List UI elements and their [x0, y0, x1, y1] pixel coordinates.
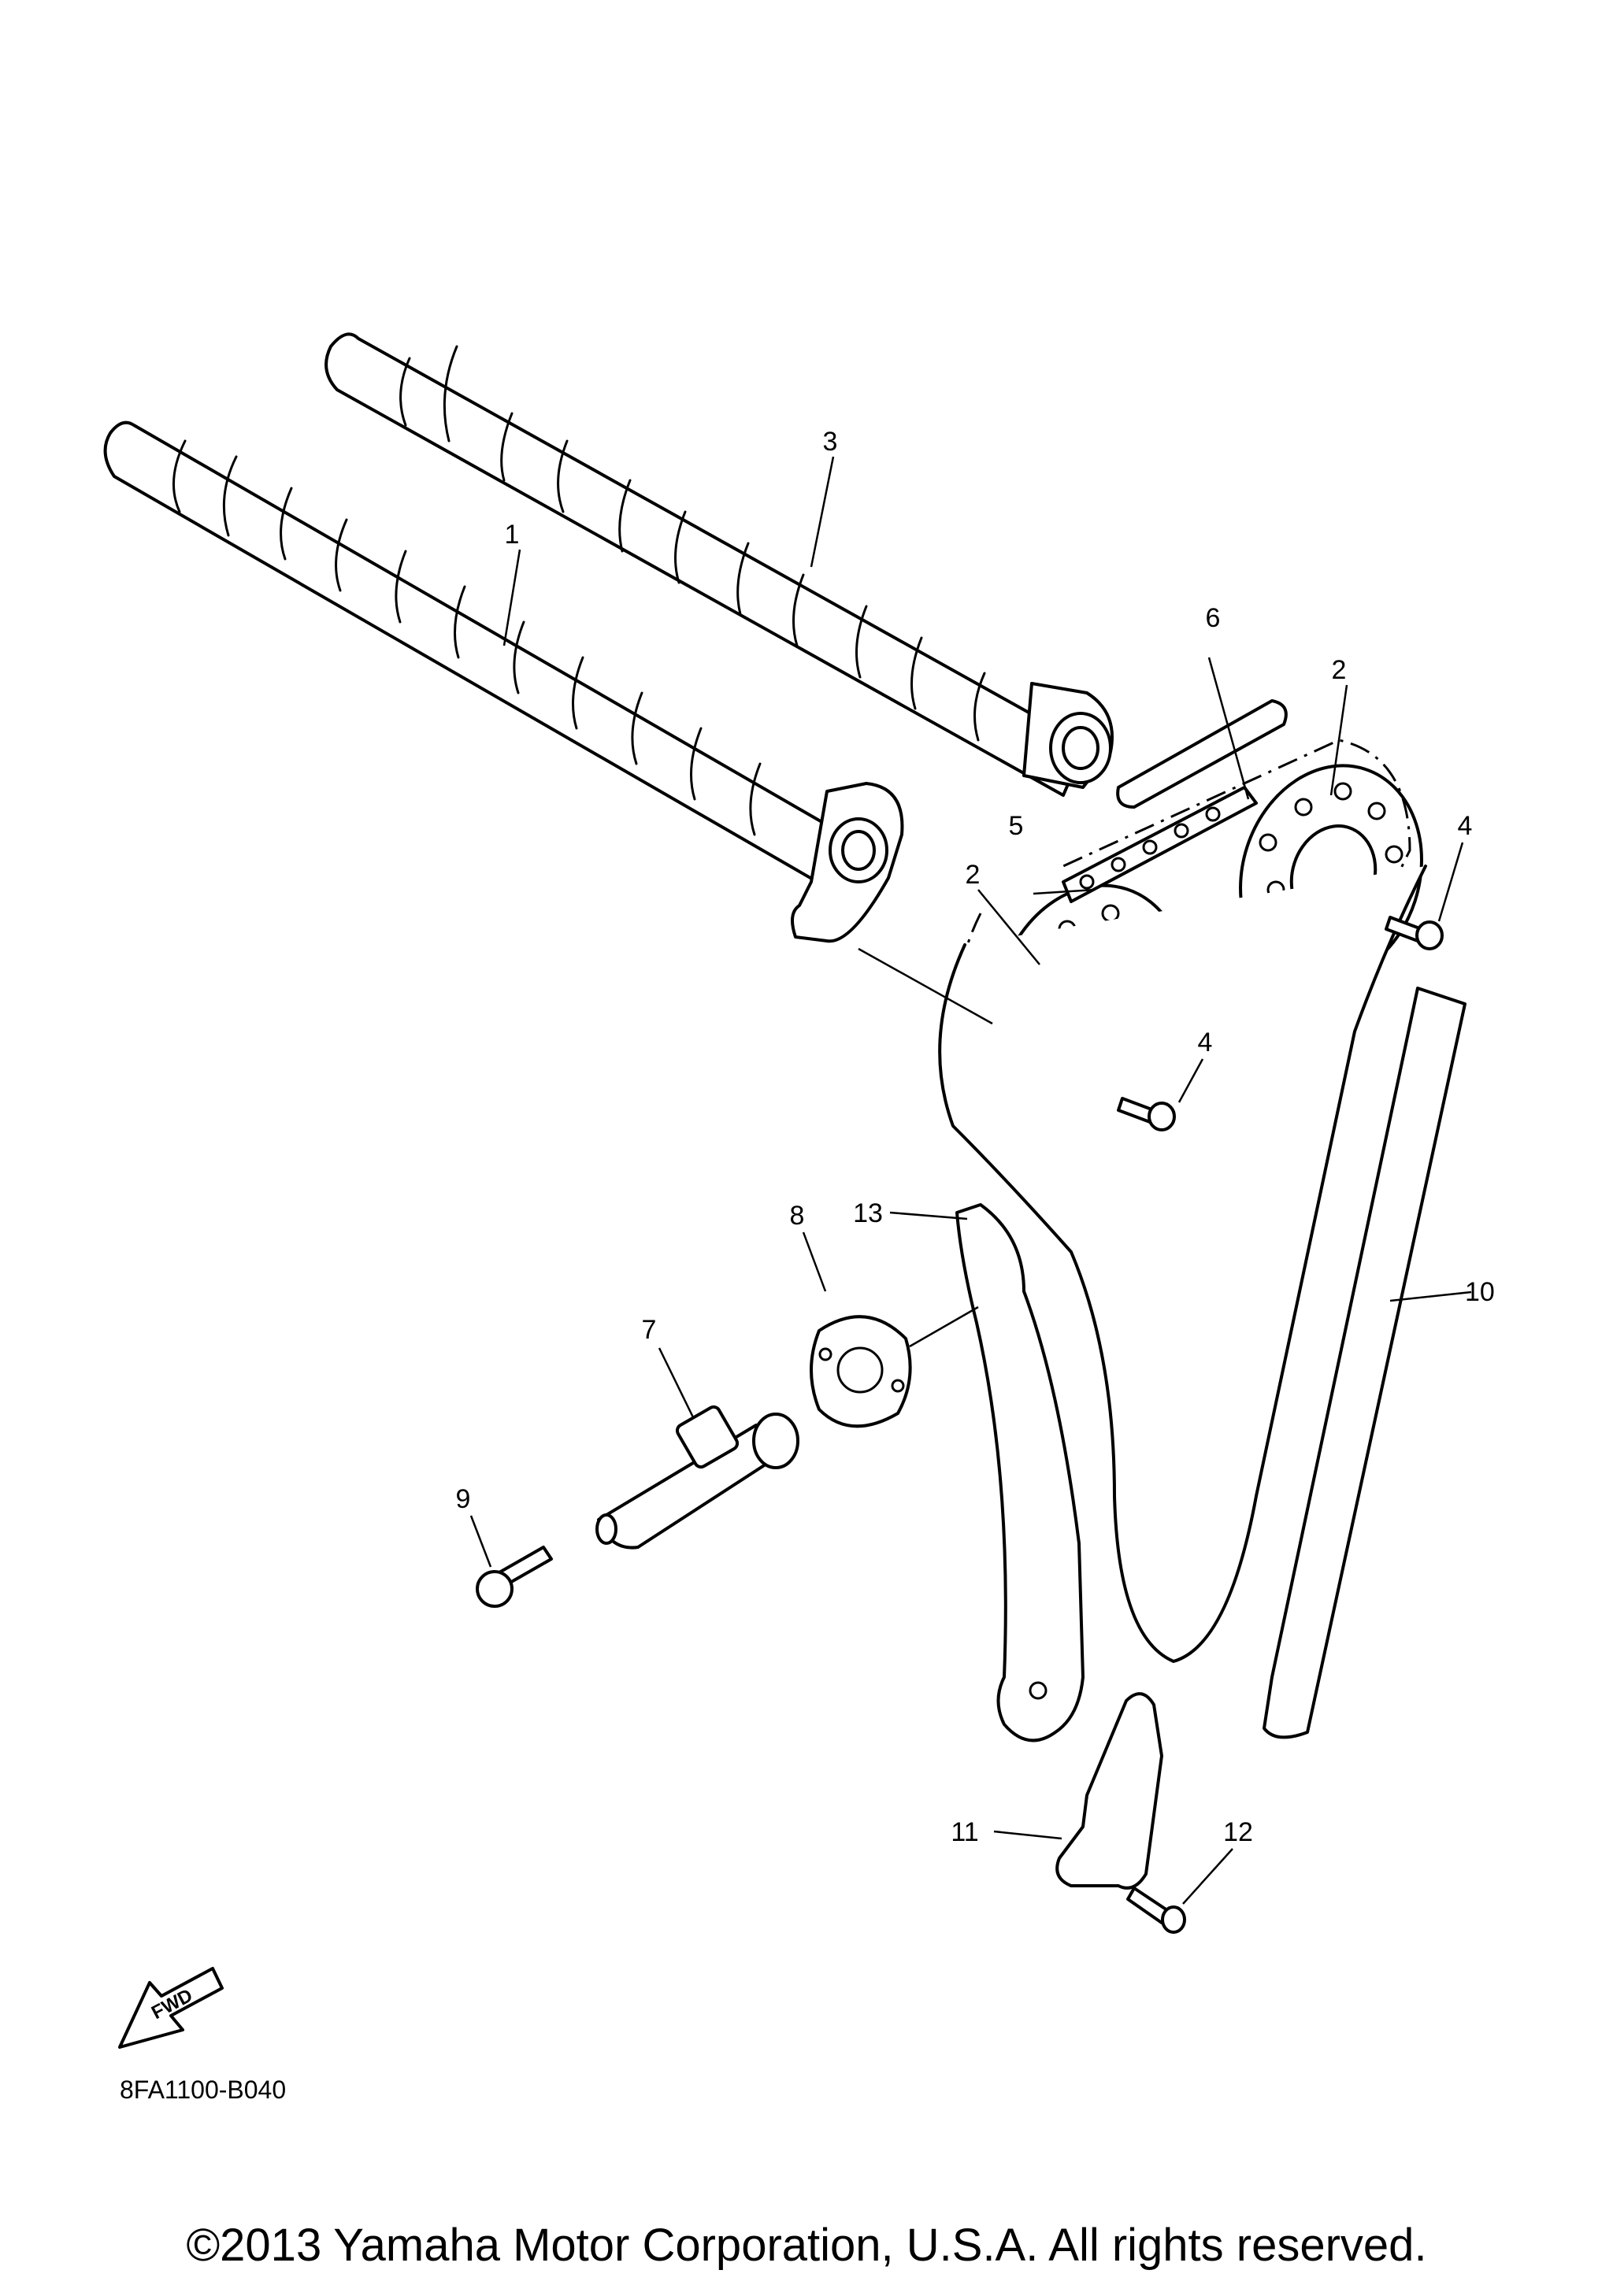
cam-chain: [938, 786, 1427, 1663]
callout-10: 10: [1465, 1277, 1495, 1307]
chain-guide-6: [1116, 699, 1288, 809]
chain-tensioner-7: [595, 1405, 799, 1550]
bracket-11: [1055, 1692, 1163, 1890]
callout-11: 11: [951, 1817, 978, 1847]
callout-13: 13: [853, 1198, 883, 1228]
callout-9: 9: [456, 1484, 471, 1514]
chain-guide-10: [1263, 987, 1467, 1739]
gasket-8: [810, 1315, 912, 1428]
bolt-12: [1126, 1887, 1186, 1934]
copyright-notice: ©2013 Yamaha Motor Corporation, U.S.A. A…: [186, 2220, 1427, 2271]
callout-6: 6: [1206, 603, 1221, 633]
bolt-9: [476, 1546, 553, 1608]
callout-12: 12: [1223, 1817, 1253, 1847]
tensioner-guide-13: [955, 1203, 1085, 1742]
camshaft-upper: [324, 332, 1114, 797]
callout-2-upper: 2: [1332, 655, 1347, 685]
callout-1: 1: [505, 520, 520, 550]
leader-lines: [469, 456, 1472, 1905]
callout-7: 7: [642, 1315, 657, 1345]
drawing-code: 8FA1100-B040: [120, 2076, 287, 2104]
callout-8: 8: [790, 1201, 805, 1231]
callout-5: 5: [1009, 811, 1024, 841]
callout-4-upper: 4: [1458, 811, 1473, 841]
fwd-arrow-icon: FWD: [118, 1967, 224, 2049]
bolt-4-lower: [1117, 1097, 1176, 1131]
callout-2-lower: 2: [966, 860, 981, 890]
camshaft-lower: [103, 420, 904, 943]
bolt-4-upper: [1385, 916, 1444, 950]
callout-3: 3: [823, 427, 838, 457]
callout-4-lower: 4: [1198, 1028, 1213, 1057]
guide-13-pivot-hole: [1029, 1681, 1048, 1700]
